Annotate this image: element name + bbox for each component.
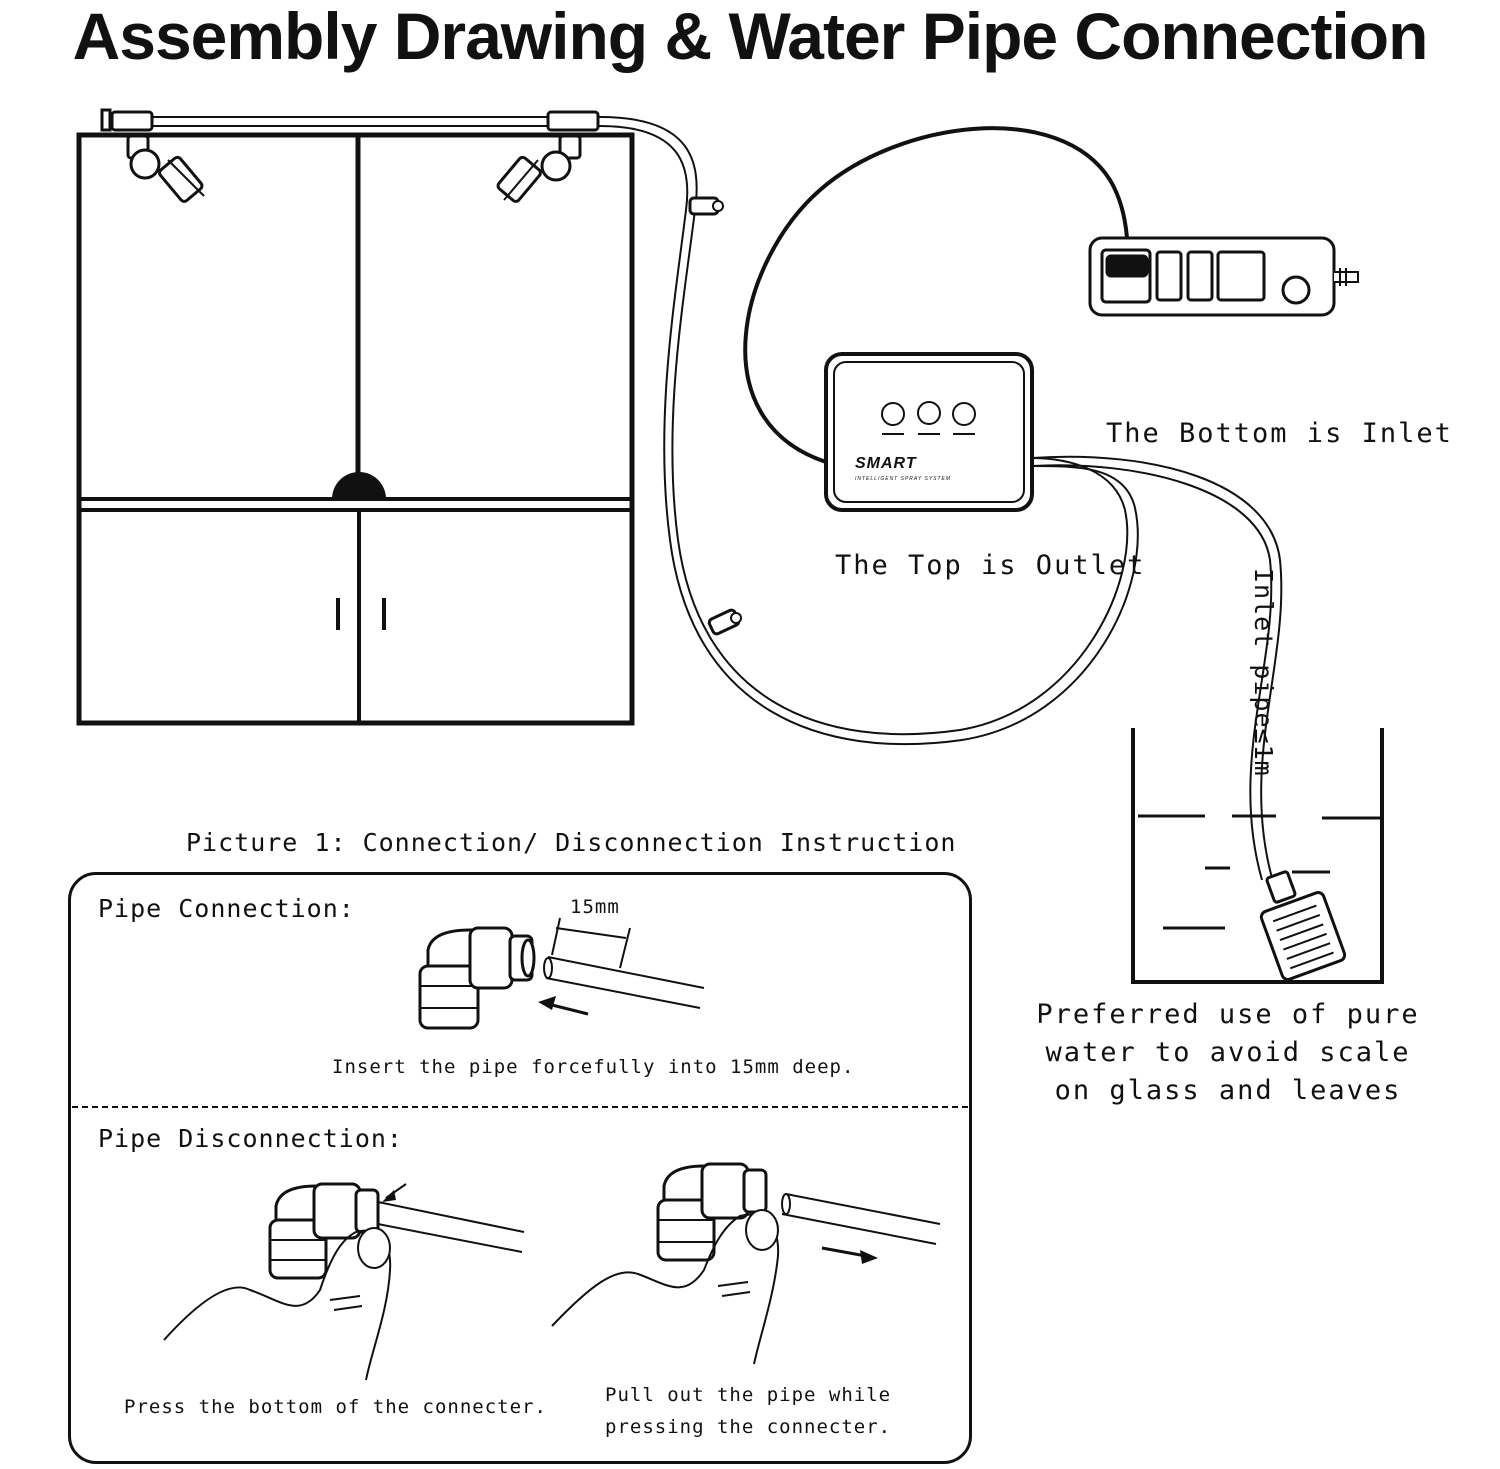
disconnection-heading: Pipe Disconnection: <box>98 1124 403 1153</box>
spray-pipe-assembly <box>100 108 600 203</box>
power-strip <box>1088 236 1359 317</box>
pure-water-note: Preferred use of pure water to avoid sca… <box>1026 996 1430 1110</box>
inlet-pipe <box>1031 455 1283 881</box>
device-subtitle: INTELLIGENT SPRAY SYSTEM <box>855 476 952 482</box>
device-brand: SMART <box>855 455 917 472</box>
connection-caption: Insert the pipe forcefully into 15mm dee… <box>332 1056 855 1078</box>
end-cap <box>100 108 112 132</box>
power-button-icon <box>917 401 941 425</box>
terrarium-cabinet <box>76 132 635 726</box>
smart-spray-device <box>824 352 1034 512</box>
picture-title: Picture 1: Connection/ Disconnection Ins… <box>186 828 957 857</box>
connection-illustration <box>418 917 705 1030</box>
depth-label: 15mm <box>570 896 620 918</box>
spray-button-icon <box>881 402 905 426</box>
outlet-pipe <box>599 116 1139 746</box>
elbow-fitting-base <box>418 964 480 1030</box>
tee-connector-right <box>546 110 600 132</box>
instruction-panel <box>68 872 972 1464</box>
nozzle-left <box>126 134 205 203</box>
bottom-inlet-label: The Bottom is Inlet <box>1106 418 1453 449</box>
page-title: Assembly Drawing & Water Pipe Connection <box>72 0 1429 73</box>
pure-water-line-3: on glass and leaves <box>1054 1075 1402 1106</box>
power-cable <box>743 126 1130 464</box>
inlet-pipe-label: Inlet pipe≤1m <box>1249 568 1278 777</box>
mode-button-icon <box>952 402 976 426</box>
press-illustration <box>163 1182 525 1381</box>
pure-water-line-1: Preferred use of pure <box>1036 999 1420 1030</box>
nozzle-right <box>496 134 582 203</box>
pure-water-line-2: water to avoid scale <box>1045 1037 1411 1068</box>
insert-arrow <box>538 996 556 1010</box>
water-filter <box>1259 870 1347 981</box>
connection-heading: Pipe Connection: <box>98 894 355 923</box>
top-outlet-label: The Top is Outlet <box>835 550 1146 581</box>
water-container <box>1131 728 1384 984</box>
pull-arrow <box>860 1250 878 1264</box>
tee-connector-left <box>110 110 154 132</box>
door-handle-knob <box>332 472 386 499</box>
press-caption: Press the bottom of the connecter. <box>124 1396 547 1418</box>
pull-caption-line-1: Pull out the pipe while <box>605 1384 892 1406</box>
pull-illustration <box>551 1162 941 1365</box>
pull-caption-line-2: pressing the connecter. <box>605 1416 892 1438</box>
panel-divider <box>72 1106 968 1108</box>
